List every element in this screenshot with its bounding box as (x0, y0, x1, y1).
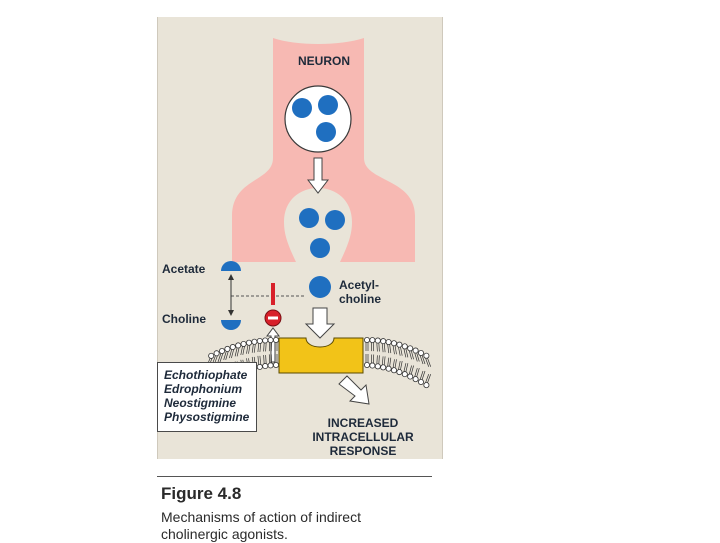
acetylcholine-label-line2: choline (339, 292, 382, 306)
neuron-label: NEURON (298, 54, 351, 68)
drug-name: Physostigmine (164, 410, 250, 424)
acetylcholine-dot (299, 208, 319, 228)
acetate-half (221, 261, 241, 271)
cholinergic-receptor (278, 337, 364, 374)
acetylcholine-molecule (309, 276, 331, 298)
storage-vesicle (284, 85, 352, 153)
drug-name: Echothiophate (164, 368, 248, 382)
figure-title: Figure 4.8 (161, 484, 242, 503)
response-line3: RESPONSE (329, 444, 397, 458)
acetylcholine-dot (310, 238, 330, 258)
postsynaptic-membrane-right (363, 336, 432, 389)
acetate-label: Acetate (162, 262, 206, 276)
acetylcholine-dot (318, 95, 338, 115)
choline-label: Choline (162, 312, 206, 326)
figure-caption: Mechanisms of action of indirect choline… (161, 509, 361, 542)
response-arrow (338, 375, 370, 405)
drug-name: Edrophonium (164, 382, 242, 396)
caption-divider (157, 476, 432, 477)
response-label: INCREASED INTRACELLULAR RESPONSE (298, 416, 428, 458)
drug-name: Neostigmine (164, 396, 237, 410)
acetylcholine-dot (316, 122, 336, 142)
response-line2: INTRACELLULAR (312, 430, 414, 444)
response-line1: INCREASED (327, 416, 399, 430)
transport-arrow (306, 157, 330, 194)
minus-bar (268, 316, 278, 320)
acetylcholine-label: Acetyl- choline (339, 278, 381, 306)
drug-list-box: Echothiophate Edrophonium Neostigmine Ph… (157, 362, 257, 432)
acetylcholine-dot (325, 210, 345, 230)
choline-half (221, 320, 241, 330)
acetylcholine-label-line1: Acetyl- (339, 278, 380, 292)
acetylcholine-dot (292, 98, 312, 118)
binding-arrow (304, 307, 336, 339)
